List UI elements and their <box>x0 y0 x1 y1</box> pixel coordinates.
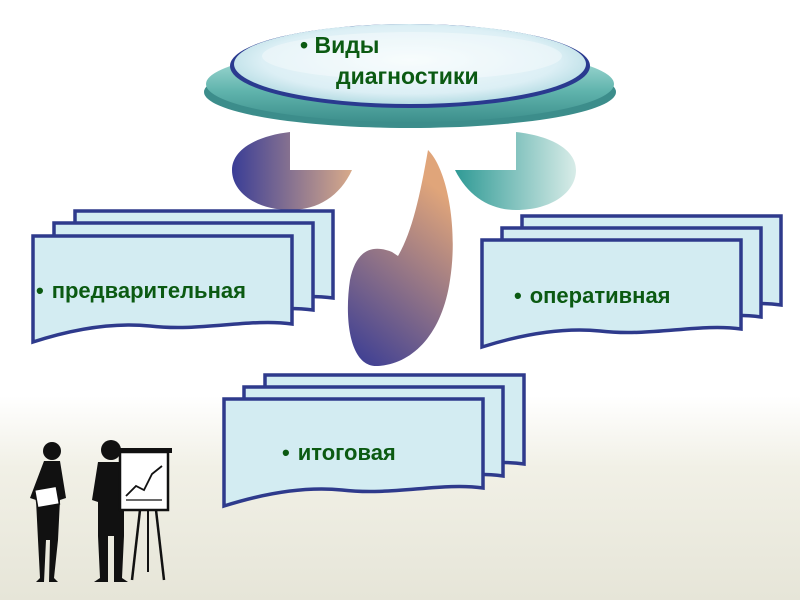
label-final: • итоговая <box>282 440 396 466</box>
card-stack-operative <box>480 214 783 350</box>
connector-center <box>347 150 453 367</box>
label-preliminary-text: предварительная <box>51 278 246 303</box>
connector-left <box>232 132 352 210</box>
title-bullet: • <box>300 32 309 58</box>
title-line-2: диагностики <box>336 63 479 90</box>
woman-silhouette <box>30 442 66 582</box>
bullet-operative: • <box>514 283 522 308</box>
flipchart-easel <box>116 448 172 581</box>
card-stack-final <box>222 373 526 509</box>
connector-right <box>455 132 576 210</box>
label-final-text: итоговая <box>297 440 396 465</box>
bullet-preliminary: • <box>36 278 44 303</box>
card-stack-preliminary <box>31 209 335 345</box>
label-preliminary: • предварительная <box>36 278 246 304</box>
title-line-1: Виды <box>314 32 380 58</box>
bullet-final: • <box>282 440 290 465</box>
label-operative-text: оперативная <box>529 283 671 308</box>
label-operative: • оперативная <box>514 283 671 309</box>
diagram-title: • Виды диагностики <box>300 30 520 92</box>
title-disc <box>204 24 616 128</box>
